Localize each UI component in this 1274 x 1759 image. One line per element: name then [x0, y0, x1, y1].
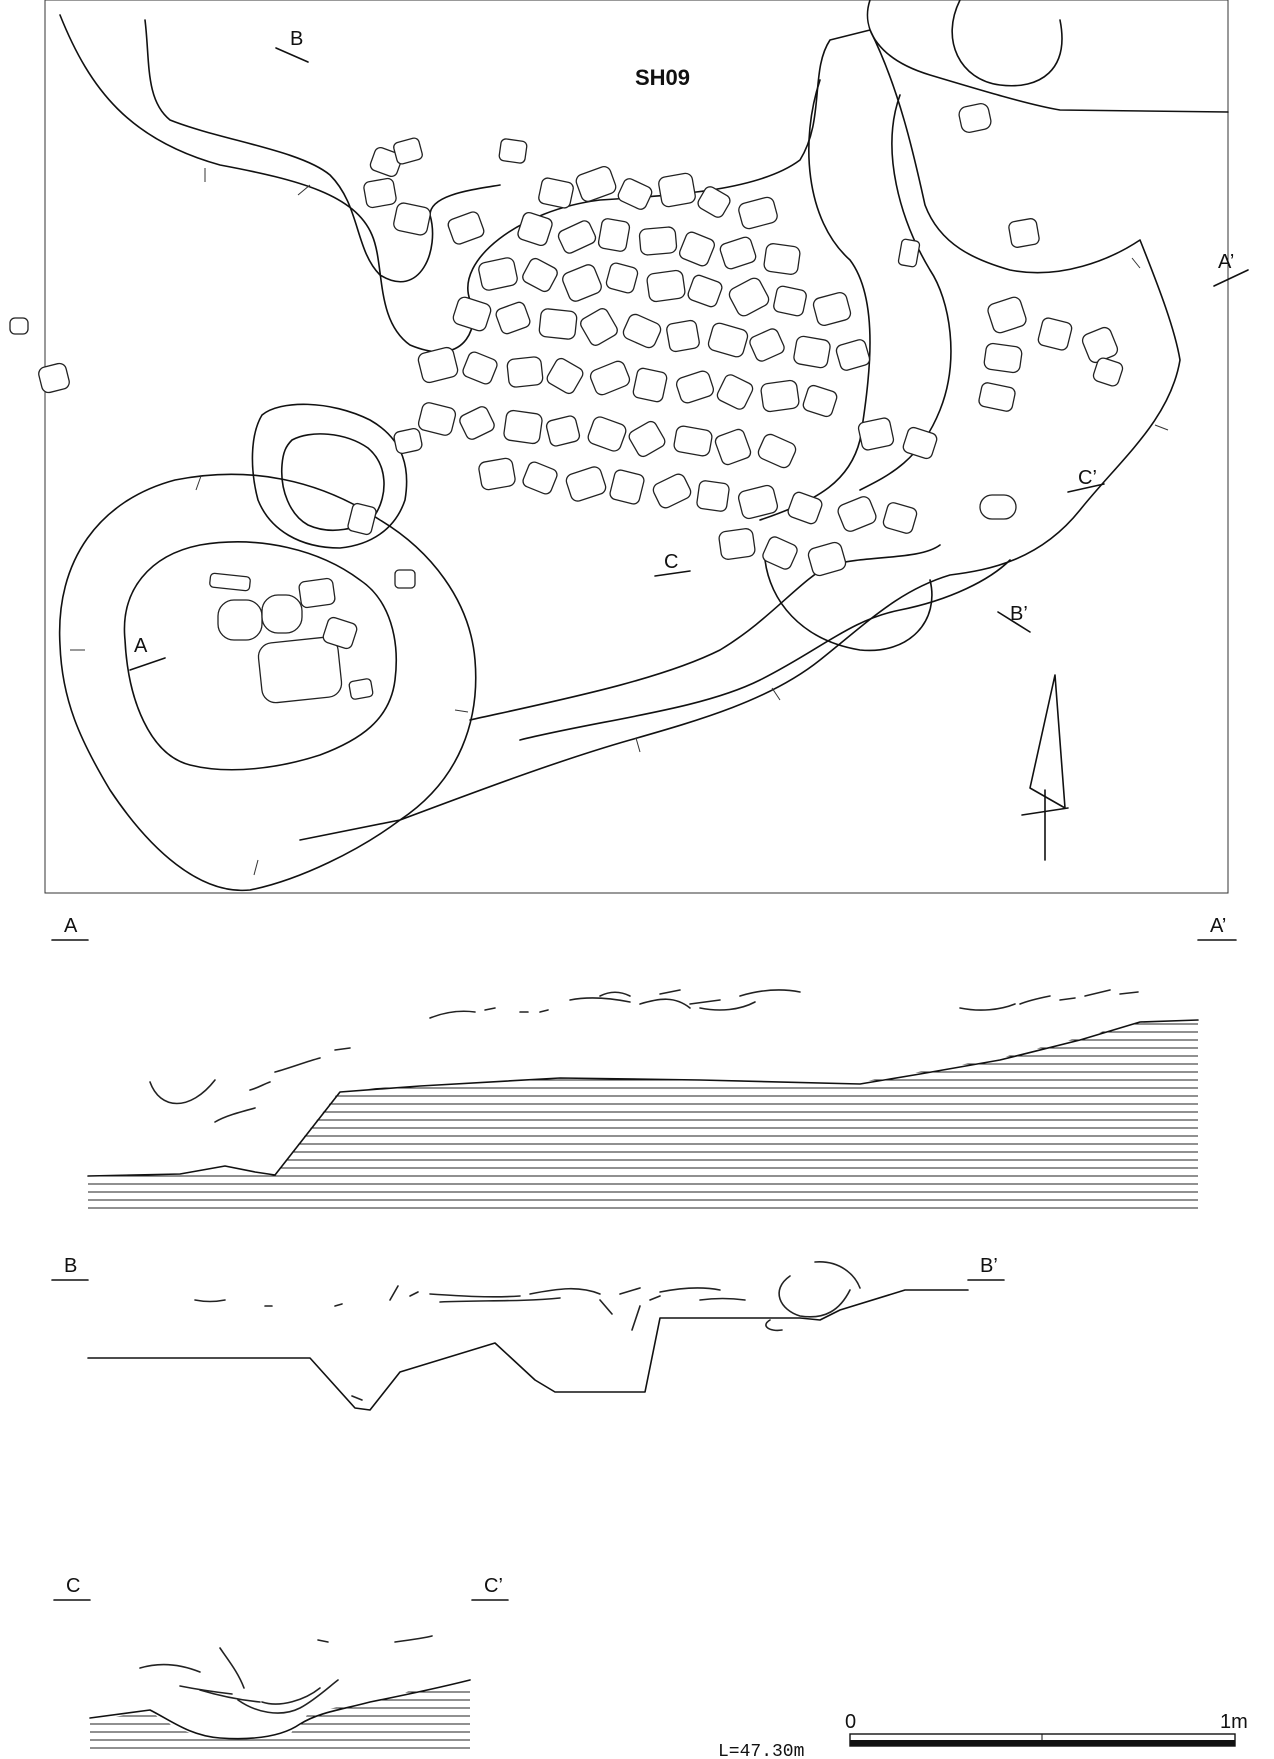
svg-text:B’: B’	[980, 1255, 998, 1277]
scale-bar: 0 1m	[845, 1711, 1248, 1747]
section-a-sherds	[149, 989, 1139, 1123]
section-a-end-label: A’	[1197, 915, 1237, 941]
plan-tick-marks	[70, 168, 1169, 876]
svg-text:B: B	[64, 1255, 77, 1277]
section-b-profile	[87, 1289, 969, 1411]
section-b-end-label: B’	[967, 1255, 1005, 1281]
plan-outline-channel	[759, 79, 952, 521]
plan-marker-b-prime: B’	[997, 603, 1031, 633]
plan-outline-inner	[144, 19, 501, 283]
section-b-hatching	[80, 1376, 970, 1496]
section-c-end-label: C’	[471, 1575, 509, 1601]
plan-outline-main	[59, 14, 1181, 841]
svg-text:C: C	[664, 551, 678, 573]
svg-text:C’: C’	[484, 1575, 503, 1597]
plan-pit-a-inner	[123, 541, 398, 771]
plan-pit-small-outer	[251, 403, 408, 549]
svg-text:C’: C’	[1078, 467, 1097, 489]
section-a-hatching	[88, 1023, 1198, 1209]
section-c-sherds	[139, 1635, 433, 1714]
section-c: C C’	[53, 1575, 509, 1749]
svg-text:B’: B’	[1010, 603, 1028, 625]
feature-label: SH09	[635, 65, 690, 90]
svg-text:C: C	[66, 1575, 80, 1597]
plan-pit-a-outer	[58, 473, 477, 892]
plan-view: SH09 B A’ C’ C B’ A	[9, 0, 1249, 894]
north-arrow	[1021, 674, 1069, 861]
svg-text:A: A	[134, 635, 148, 657]
svg-text:A’: A’	[1210, 915, 1226, 937]
plan-outline-lower	[469, 544, 1011, 741]
svg-text:0: 0	[845, 1711, 856, 1733]
section-b-start-label: B	[51, 1255, 89, 1281]
svg-text:A’: A’	[1218, 251, 1234, 273]
plan-marker-c-prime: C’	[1067, 467, 1105, 493]
section-a: A A’	[51, 915, 1237, 1209]
svg-text:B: B	[290, 28, 303, 50]
level-label: L=47.30m	[718, 1742, 804, 1759]
plan-frame	[44, 0, 1229, 894]
section-b-sherds	[194, 1261, 861, 1401]
plan-marker-a-prime: A’	[1213, 251, 1249, 287]
section-a-start-label: A	[51, 915, 89, 941]
plan-marker-b: B	[275, 28, 309, 63]
plan-pit-lower	[764, 559, 933, 652]
section-b: B B’	[51, 1255, 1005, 1496]
plan-outline-upper-right	[866, 0, 1229, 113]
plan-marker-a: A	[129, 635, 166, 671]
plan-marker-c: C	[654, 551, 691, 577]
svg-text:1m: 1m	[1220, 1711, 1248, 1733]
section-a-profile	[87, 1019, 1199, 1177]
plan-stone-cluster	[9, 103, 1124, 704]
section-c-profile	[89, 1679, 471, 1740]
svg-text:A: A	[64, 915, 78, 937]
section-c-hatching	[90, 1691, 470, 1749]
section-c-start-label: C	[53, 1575, 91, 1601]
